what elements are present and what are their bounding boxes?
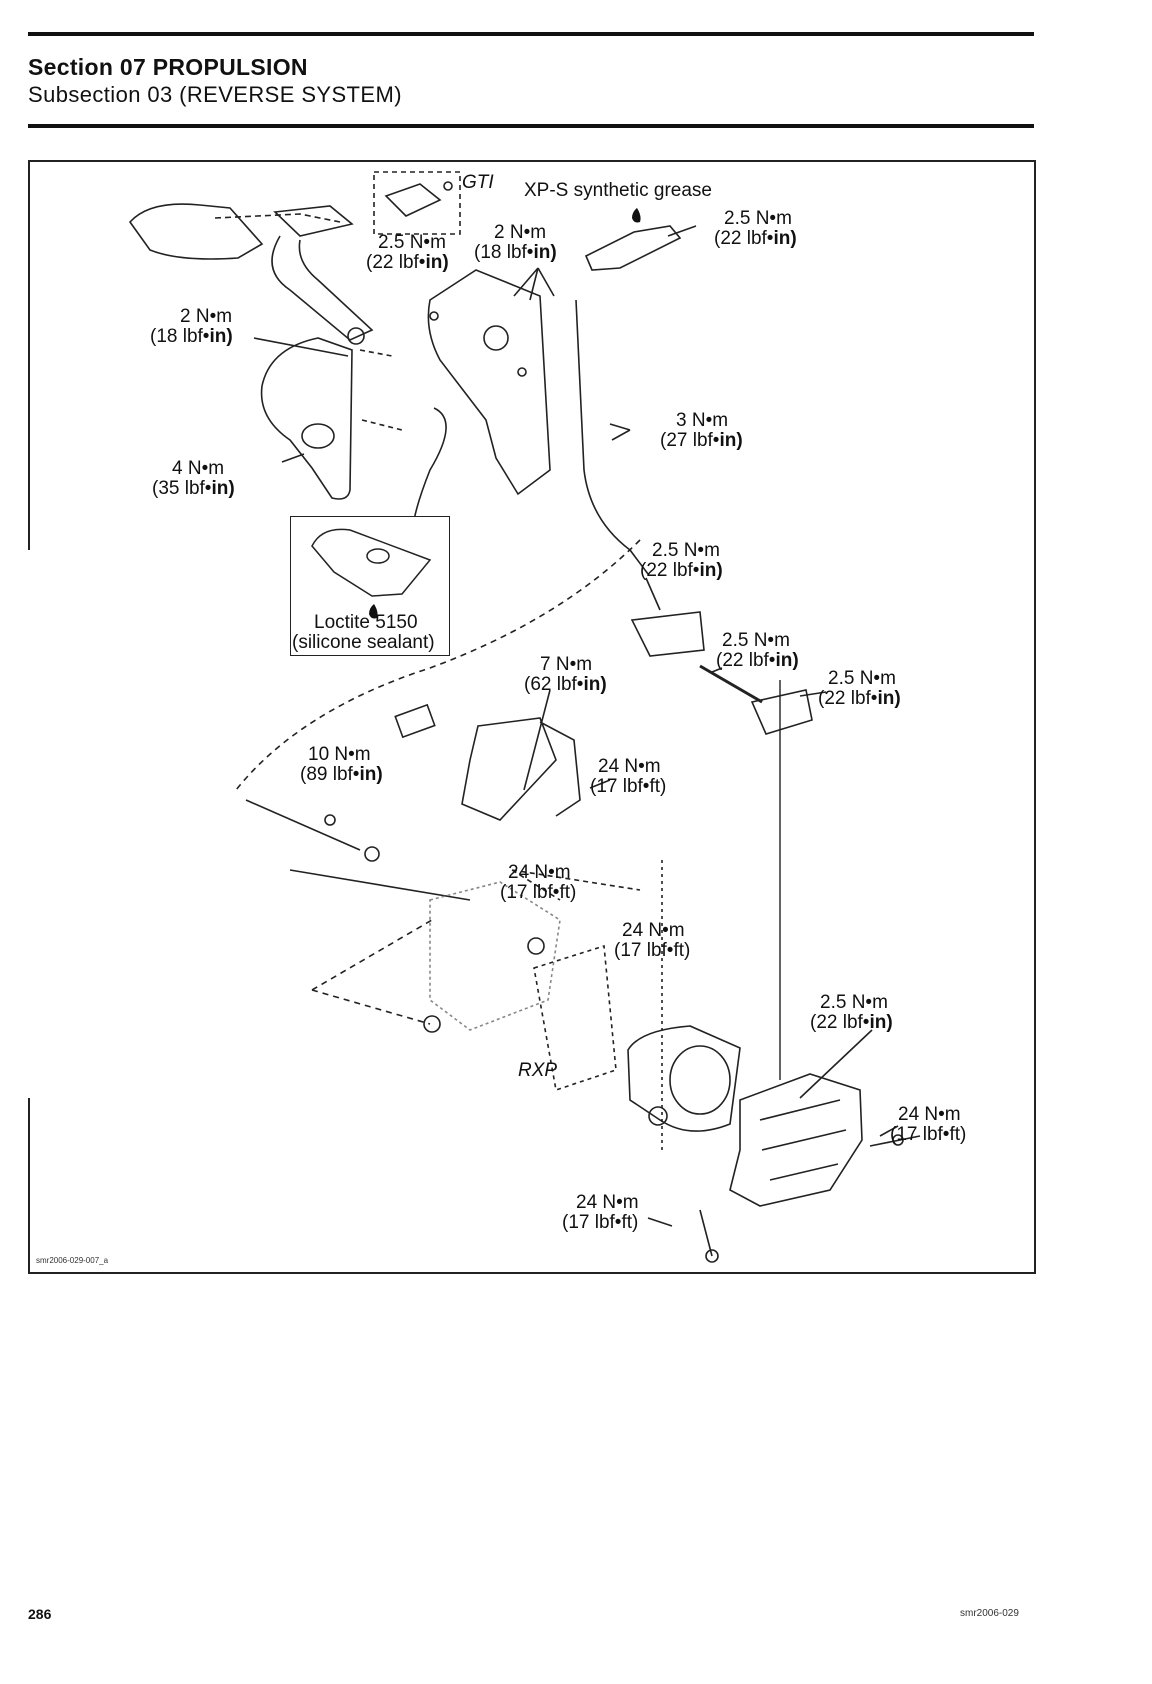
torque-lever-nm: 24 N•m xyxy=(598,756,661,777)
torque-cover-lbf: (35 lbf•in) xyxy=(152,478,235,499)
grease-label: XP-S synthetic grease xyxy=(524,180,712,201)
torque-pump-nm: 24 N•m xyxy=(622,920,685,941)
torque-venturi-ft: (17 lbf•ft) xyxy=(562,1212,639,1233)
venturi xyxy=(627,1025,741,1132)
figure-frame xyxy=(28,160,1036,1274)
loctite-inset-drawing xyxy=(311,528,432,619)
torque-center-lbf: (18 lbf•in) xyxy=(474,242,557,263)
gti-inset xyxy=(373,171,461,235)
torque-rightbracket-lbf: (22 lbf•in) xyxy=(818,688,901,709)
torque-bolt-nm: 10 N•m xyxy=(308,744,371,765)
loctite-sub-label: (silicone sealant) xyxy=(292,632,435,653)
figure-code: smr2006-029-007_a xyxy=(36,1256,109,1265)
figure-frame-left-lower xyxy=(28,1098,30,1272)
reverse-housing xyxy=(427,269,551,496)
loctite-label: Loctite 5150 xyxy=(314,612,418,633)
torque-pivot-nm: 24 N•m xyxy=(508,862,571,883)
handle-bracket xyxy=(273,205,354,237)
torque-pivot-ft: (17 lbf•ft) xyxy=(500,882,577,903)
torque-topright-nm: 2.5 N•m xyxy=(724,208,792,229)
page-number: 286 xyxy=(28,1606,52,1622)
torque-spring-nm: 7 N•m xyxy=(540,654,593,675)
torque-venturi-nm: 24 N•m xyxy=(576,1192,639,1213)
torque-lever-ft: (17 lbf•ft) xyxy=(590,776,667,797)
torque-topright-lbf: (22 lbf•in) xyxy=(714,228,797,249)
control-cable xyxy=(575,299,649,575)
upper-selector-bracket xyxy=(584,225,682,271)
subsection-title: Subsection 03 (REVERSE SYSTEM) xyxy=(28,82,402,107)
torque-bracket-nm: 2.5 N•m xyxy=(722,630,790,651)
right-bracket xyxy=(750,689,813,735)
document-code: smr2006-029 xyxy=(960,1608,1019,1619)
reverse-lever-assembly xyxy=(461,717,557,821)
torque-left-nm: 2 N•m xyxy=(180,306,233,327)
torque-cover-nm: 4 N•m xyxy=(172,458,225,479)
torque-cable-nm: 3 N•m xyxy=(676,410,729,431)
exploded-view-drawing xyxy=(128,171,921,1263)
torque-bracket-lbf: (22 lbf•in) xyxy=(716,650,799,671)
handle-lever-arm xyxy=(271,235,374,341)
torque-gate-lbf: (22 lbf•in) xyxy=(810,1012,893,1033)
torque-middle-lbf: (22 lbf•in) xyxy=(640,560,723,581)
reverse-handle-blade xyxy=(128,203,264,260)
torque-left-lbf: (18 lbf•in) xyxy=(150,326,233,347)
torque-pump-ft: (17 lbf•ft) xyxy=(614,940,691,961)
header-rule xyxy=(28,124,1034,128)
torque-bolt-lbf: (89 lbf•in) xyxy=(300,764,383,785)
rxp-inset xyxy=(533,944,617,1092)
torque-gti-nm: 2.5 N•m xyxy=(378,232,446,253)
torque-cable-lbf: (27 lbf•in) xyxy=(660,430,743,451)
section-title: Section 07 PROPULSION xyxy=(28,54,308,80)
torque-spring-lbf: (62 lbf•in) xyxy=(524,674,607,695)
top-rule xyxy=(28,32,1034,36)
middle-bracket xyxy=(630,611,705,657)
torque-gate-nm: 2.5 N•m xyxy=(820,992,888,1013)
pump-body-ghost xyxy=(429,881,561,1031)
reverse-gate xyxy=(729,1073,863,1207)
console-cover xyxy=(260,337,353,500)
torque-gatepivot-ft: (17 lbf•ft) xyxy=(890,1124,967,1145)
torque-rightbracket-nm: 2.5 N•m xyxy=(828,668,896,689)
torque-gti-lbf: (22 lbf•in) xyxy=(366,252,449,273)
torque-center-nm: 2 N•m xyxy=(494,222,547,243)
torque-middle-nm: 2.5 N•m xyxy=(652,540,720,561)
spring-part xyxy=(394,703,436,739)
rxp-label: RXP xyxy=(518,1060,558,1081)
grease-drop-icon xyxy=(632,208,641,223)
gti-label: GTI xyxy=(462,172,494,193)
torque-gatepivot-nm: 24 N•m xyxy=(898,1104,961,1125)
figure-frame-left-upper xyxy=(28,160,30,550)
